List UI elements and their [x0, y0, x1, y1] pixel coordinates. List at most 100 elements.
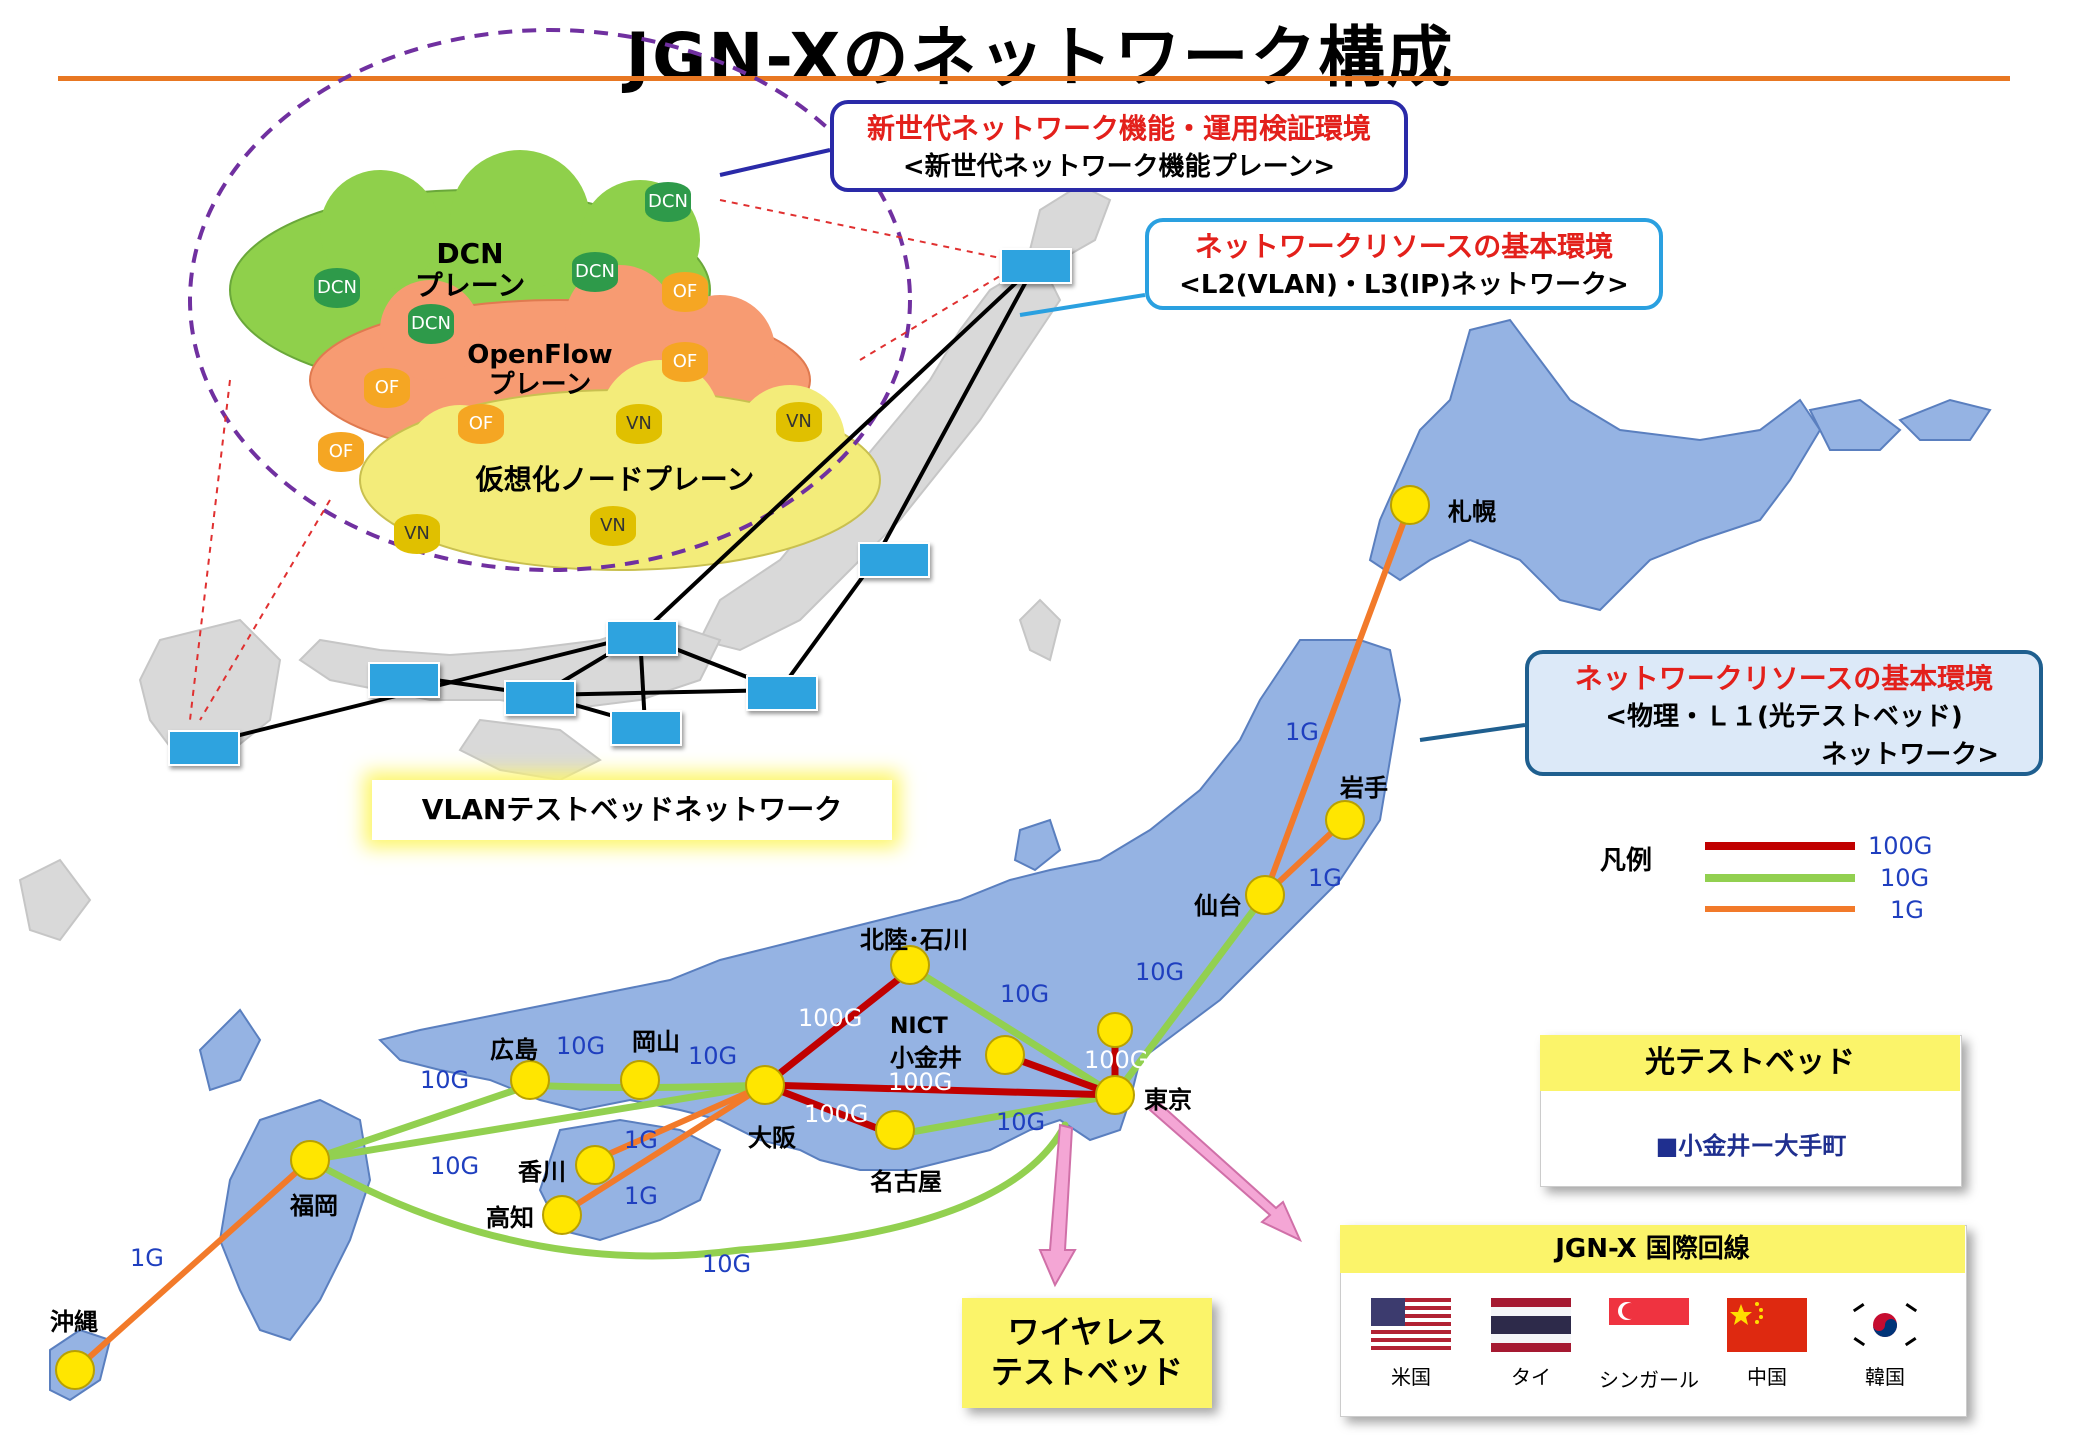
- l1-callout-line3: ネットワーク>: [1821, 740, 1999, 770]
- city-label-okayama: 岡山: [632, 1028, 680, 1056]
- link-label: 1G: [130, 1244, 164, 1272]
- l2l3-callout-line1: ネットワークリソースの基本環境: [1194, 230, 1614, 263]
- link-label: 10G: [688, 1042, 738, 1070]
- vn-node: VN: [776, 402, 822, 442]
- planes-ellipse: [188, 28, 912, 572]
- optical-testbed-panel: 光テストベッド ■小金井ー大手町: [1540, 1035, 1962, 1187]
- city-label-sapporo: 札幌: [1448, 498, 1496, 526]
- callout-connectors: [719, 148, 1526, 742]
- wireless-testbed-box: ワイヤレス テストベッド: [962, 1298, 1212, 1408]
- legend-swatch-100g: [1705, 842, 1855, 850]
- nextgen-callout-line2: <新世代ネットワーク機能プレーン>: [902, 152, 1336, 182]
- openflow-node: OF: [662, 272, 708, 312]
- city-label-okinawa: 沖縄: [50, 1308, 98, 1336]
- link-label: 1G: [624, 1126, 658, 1154]
- city-label-koganei: 小金井: [890, 1044, 962, 1072]
- nextgen-callout: 新世代ネットワーク機能・運用検証環境 <新世代ネットワーク機能プレーン>: [830, 100, 1408, 192]
- vn-node: VN: [394, 514, 440, 554]
- openflow-plane-line2: プレーン: [488, 370, 592, 400]
- l1-callout-line1: ネットワークリソースの基本環境: [1574, 662, 1994, 695]
- vn-node: VN: [616, 404, 662, 444]
- link-label: 10G: [996, 1108, 1046, 1136]
- city-label-kagawa: 香川: [518, 1158, 566, 1186]
- link-label: 10G: [420, 1066, 470, 1094]
- openflow-node: OF: [458, 404, 504, 444]
- legend-swatch-10g: [1705, 874, 1855, 882]
- openflow-plane-label: OpenFlow プレーン: [440, 340, 640, 400]
- dcn-plane-label: DCN プレーン: [380, 238, 560, 302]
- pink-arrows: [1038, 1100, 1303, 1288]
- link-label: 10G: [1000, 980, 1050, 1008]
- link-label: 100G: [798, 1004, 863, 1032]
- l1-callout-line2: <物理・Ｌ１(光テストベッド): [1605, 702, 1963, 732]
- city-label-nagoya: 名古屋: [870, 1168, 942, 1196]
- country-label-singapore: シンガール: [1599, 1368, 1699, 1392]
- l1-callout: ネットワークリソースの基本環境 <物理・Ｌ１(光テストベッド) ネットワーク>: [1525, 650, 2043, 776]
- international-title: JGN-X 国際回線: [1340, 1225, 1965, 1273]
- country-label-us: 米国: [1391, 1365, 1431, 1389]
- dcn-node: DCN: [314, 268, 360, 308]
- country-label-korea: 韓国: [1865, 1365, 1905, 1389]
- country-label-thailand: タイ: [1511, 1365, 1551, 1389]
- link-label: 10G: [430, 1152, 480, 1180]
- legend-title: 凡例: [1600, 846, 1653, 876]
- korea-flag-icon: [1845, 1298, 1925, 1352]
- vlan-label: VLANテストベッドネットワーク: [372, 780, 892, 840]
- openflow-node: OF: [318, 432, 364, 472]
- link-label: 1G: [1285, 718, 1319, 746]
- city-label-fukuoka: 福岡: [290, 1192, 338, 1220]
- city-label-kochi: 高知: [486, 1204, 534, 1232]
- city-label-nict: NICT: [890, 1014, 948, 1039]
- wireless-line1: ワイヤレス: [1007, 1313, 1167, 1351]
- link-label: 10G: [556, 1032, 606, 1060]
- openflow-node: OF: [662, 342, 708, 382]
- link-label: 10G: [1135, 958, 1185, 986]
- thailand-flag-icon: [1491, 1298, 1571, 1352]
- country-label-china: 中国: [1747, 1365, 1787, 1389]
- legend-swatch-1g: [1705, 906, 1855, 912]
- singapore-flag-icon: [1609, 1298, 1689, 1352]
- vn-node: VN: [590, 506, 636, 546]
- legend-label-1g: 1G: [1890, 896, 1924, 924]
- link-label: 100G: [888, 1068, 953, 1096]
- city-label-hiroshima: 広島: [490, 1036, 538, 1064]
- plane-connectors: [189, 199, 1011, 721]
- city-label-tokyo: 東京: [1144, 1086, 1192, 1114]
- city-label-hokuriku: 北陸･石川: [860, 926, 968, 954]
- vlan-switch: [1000, 248, 1072, 284]
- city-label-osaka: 大阪: [748, 1124, 796, 1152]
- openflow-node: OF: [364, 368, 410, 408]
- l2l3-callout-line2: <L2(VLAN)・L3(IP)ネットワーク>: [1179, 270, 1629, 300]
- link-label: 1G: [624, 1182, 658, 1210]
- legend-label-100g: 100G: [1868, 832, 1933, 860]
- legend-label-10g: 10G: [1880, 864, 1930, 892]
- vlan-switch: [368, 662, 440, 698]
- china-flag-icon: [1727, 1298, 1807, 1352]
- vlan-switch: [746, 675, 818, 711]
- dcn-plane-line2: プレーン: [414, 269, 526, 302]
- openflow-plane-line1: OpenFlow: [467, 340, 613, 370]
- vlan-switch: [504, 680, 576, 716]
- dcn-node: DCN: [572, 252, 618, 292]
- vn-plane-label: 仮想化ノードプレーン: [475, 463, 755, 496]
- city-nodes: [55, 485, 1430, 1390]
- link-label: 10G: [702, 1250, 752, 1278]
- dcn-node: DCN: [408, 304, 454, 344]
- nextgen-callout-line1: 新世代ネットワーク機能・運用検証環境: [866, 112, 1371, 145]
- wireless-line2: テストベッド: [990, 1353, 1183, 1391]
- vlan-switch: [606, 620, 678, 656]
- dcn-node: DCN: [645, 182, 691, 222]
- vlan-switch: [858, 542, 930, 578]
- us-flag-icon: [1371, 1298, 1451, 1352]
- japan-map: [49, 318, 1992, 1402]
- title-underline: [58, 76, 2010, 81]
- optical-testbed-item: ■小金井ー大手町: [1655, 1132, 1847, 1160]
- link-label: 100G: [804, 1100, 869, 1128]
- city-label-sendai: 仙台: [1194, 892, 1242, 920]
- vlan-switch: [168, 730, 240, 766]
- link-label: 1G: [1308, 864, 1342, 892]
- dcn-plane-line1: DCN: [436, 237, 504, 270]
- optical-testbed-title: 光テストベッド: [1540, 1035, 1960, 1091]
- link-label: 100G: [1084, 1046, 1149, 1074]
